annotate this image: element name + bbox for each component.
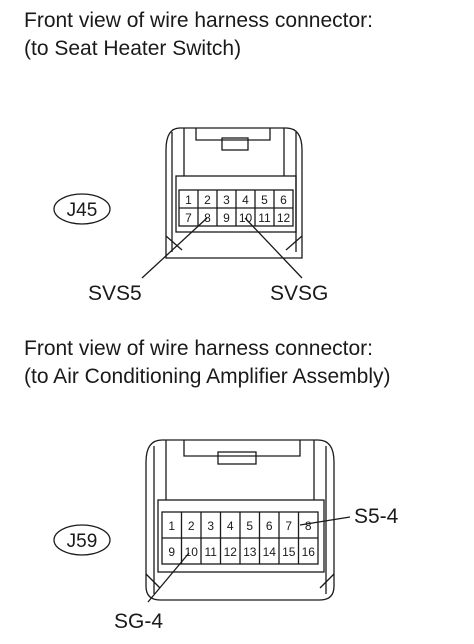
j59-pin-12: 12 bbox=[224, 545, 238, 559]
j59-pin-grid: 1 2 3 4 5 6 7 8 9 10 11 12 13 14 15 16 bbox=[161, 511, 319, 565]
j45-id-label: J45 bbox=[67, 200, 98, 221]
svs5-leader-line bbox=[141, 217, 208, 279]
j59-pin-16: 16 bbox=[302, 545, 316, 559]
j59-pin-10: 10 bbox=[185, 545, 199, 559]
connector-1-heading-line-2: (to Seat Heater Switch) bbox=[24, 37, 242, 60]
j45-pin-9: 9 bbox=[223, 211, 230, 225]
sg-4-leader-line bbox=[147, 552, 190, 603]
j45-pin-12: 12 bbox=[277, 211, 291, 225]
connector-1-heading-line-1: Front view of wire harness connector: bbox=[24, 9, 373, 32]
connector-2-heading-line-2: (to Air Conditioning Amplifier Assembly) bbox=[24, 365, 391, 388]
connector-2-heading-line-1: Front view of wire harness connector: bbox=[24, 337, 373, 360]
j59-pin-4: 4 bbox=[227, 519, 234, 533]
j59-pin-14: 14 bbox=[263, 545, 277, 559]
j59-pin-1: 1 bbox=[168, 519, 175, 533]
j59-pin-6: 6 bbox=[266, 519, 273, 533]
s5-4-callout: S5-4 bbox=[354, 505, 399, 528]
svsg-callout: SVSG bbox=[270, 282, 328, 305]
j59-pin-15: 15 bbox=[282, 545, 296, 559]
connector-j59: 1 2 3 4 5 6 7 8 9 10 11 12 13 14 15 16 J… bbox=[53, 439, 399, 633]
j59-pin-8: 8 bbox=[305, 519, 312, 533]
j45-pin-4: 4 bbox=[242, 193, 249, 207]
j59-pin-2: 2 bbox=[188, 519, 195, 533]
j45-pin-grid: 1 2 3 4 5 6 7 8 9 10 11 12 bbox=[178, 189, 294, 227]
j45-id-oval bbox=[53, 193, 111, 225]
svs5-callout: SVS5 bbox=[88, 282, 142, 305]
j45-pin-5: 5 bbox=[261, 193, 268, 207]
j45-pin-7: 7 bbox=[185, 211, 192, 225]
j59-pin-11: 11 bbox=[205, 545, 218, 559]
connector-j45: 1 2 3 4 5 6 7 8 9 10 11 12 J45 SVS5 SVSG bbox=[53, 127, 328, 305]
j45-pin-11: 11 bbox=[258, 211, 271, 225]
j45-pin-8: 8 bbox=[204, 211, 211, 225]
j45-pin-1: 1 bbox=[185, 193, 192, 207]
j59-id-label: J59 bbox=[67, 531, 98, 552]
j45-pin-6: 6 bbox=[280, 193, 287, 207]
sg-4-callout: SG-4 bbox=[114, 610, 163, 633]
j59-id-oval bbox=[53, 524, 111, 556]
j45-pin-2: 2 bbox=[204, 193, 211, 207]
j59-pin-13: 13 bbox=[243, 545, 257, 559]
s5-4-leader-line bbox=[299, 516, 351, 526]
j59-pin-5: 5 bbox=[246, 519, 253, 533]
svsg-leader-line bbox=[244, 217, 303, 279]
j59-pin-9: 9 bbox=[168, 545, 175, 559]
j59-pin-7: 7 bbox=[285, 519, 292, 533]
j45-pin-3: 3 bbox=[223, 193, 230, 207]
j59-pin-3: 3 bbox=[207, 519, 214, 533]
